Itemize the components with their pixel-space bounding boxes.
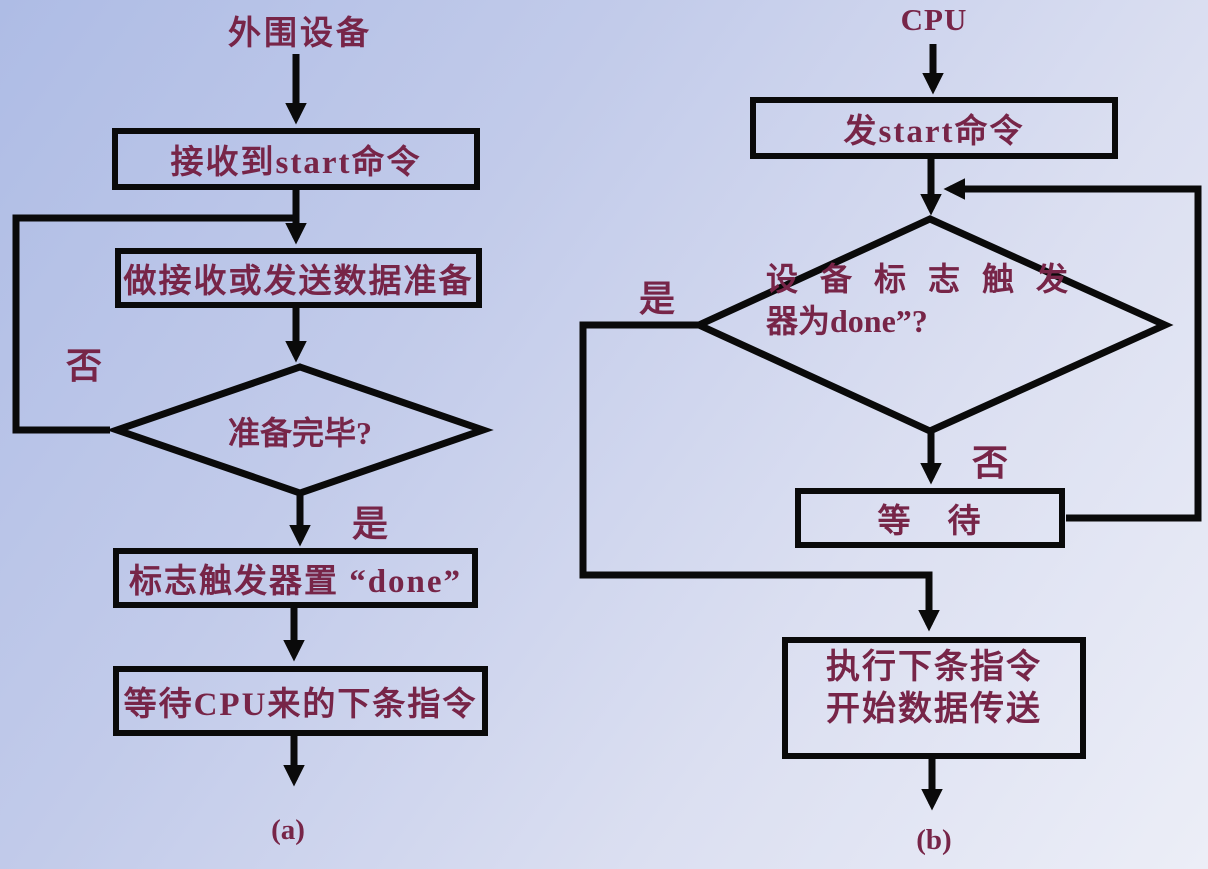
chart-b-source-label: CPU [900, 2, 968, 37]
chart-a-source-label: 外围设备 [228, 16, 372, 52]
chart-b-execute-line2: 开始数据传送 [826, 691, 1042, 728]
chart-b-execute-line1: 执行下条指令 [826, 649, 1042, 686]
chart-b-box-execute-next: 执行下条指令 开始数据传送 [782, 637, 1086, 759]
chart-b-box-send-start: 发start命令 [750, 97, 1118, 159]
chart-b-decision-line2: 器为done”? [766, 303, 928, 339]
chart-b-yes-label: 是 [638, 279, 675, 319]
chart-a-box-wait-next-instruction: 等待CPU来的下条指令 [113, 666, 488, 736]
chart-a-yes-label: 是 [351, 504, 388, 544]
chart-a-decision-text: 准备完毕? [227, 415, 372, 451]
chart-b-decision-line1: 设 备 标 志 触 发 [766, 261, 1069, 297]
chart-b-box-wait: 等 待 [795, 488, 1065, 548]
chart-a-no-label: 否 [65, 346, 102, 386]
edge-a-no-loop [12, 214, 296, 434]
chart-b-no-label: 否 [971, 443, 1008, 483]
edge-b-yes-branch [579, 321, 940, 632]
chart-a-box-prepare-data: 做接收或发送数据准备 [115, 248, 482, 308]
chart-a-caption: (a) [271, 814, 305, 846]
edge-b-wait-feedback-loop [943, 178, 1202, 522]
chart-a-box-receive-start: 接收到start命令 [112, 128, 480, 190]
chart-b-decision-text: 设 备 标 志 触 发 器为done”? [766, 258, 1068, 342]
chart-a-box-set-done: 标志触发器置 “done” [113, 548, 478, 608]
chart-b-caption: (b) [916, 824, 952, 856]
